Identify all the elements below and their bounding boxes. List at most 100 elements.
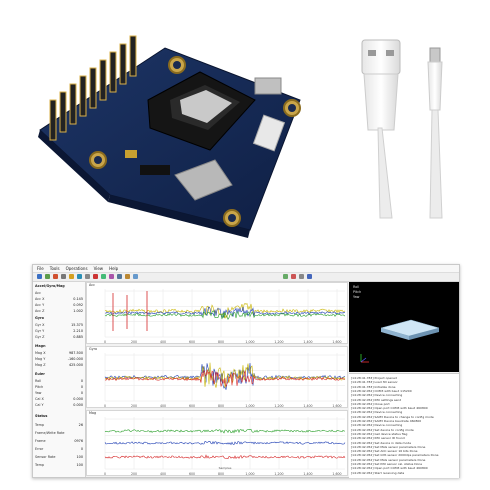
rotate-icon[interactable]: [291, 274, 296, 279]
disconnect-icon[interactable]: [53, 274, 58, 279]
pause-icon[interactable]: [85, 274, 90, 279]
view-label: Yaw: [353, 295, 360, 299]
toolbar: [33, 273, 459, 282]
log-line: [14:28:41.783] Project opened: [351, 376, 397, 380]
x-tick-label: 1,200: [274, 404, 283, 408]
log-line: [14:28:42.052] Device connecting: [351, 423, 403, 428]
x-tick-label: 600: [189, 472, 195, 476]
x-tick-label: 0: [104, 472, 106, 476]
x-tick-label: 1,200: [274, 340, 283, 344]
log-line: [14:28:42.052] Set device in data mode: [351, 440, 412, 445]
menu-item-help[interactable]: Help: [109, 266, 119, 271]
software-window: File Tools Operations View Help Accel/Gy…: [32, 264, 460, 478]
chart-icon[interactable]: [109, 274, 114, 279]
settings-icon[interactable]: [61, 274, 66, 279]
log-line: [14:28:42.052] Start receiving data: [351, 470, 405, 475]
axis-icon[interactable]: [307, 274, 312, 279]
x-tick-label: 800: [218, 472, 224, 476]
log-line: [14:28:42.052] Set MAG sensor parameters…: [351, 457, 426, 462]
log-line: [14:28:41.783] Initialize done: [351, 384, 396, 389]
log-line: [14:28:42.052] Set MAG sensor parameters…: [351, 444, 426, 449]
mag-z-trace: [104, 454, 346, 460]
log-line: [14:28:42.052] SAM3 Device baudrate 4608…: [351, 419, 422, 423]
section-title: Magn: [35, 344, 46, 348]
reset-view-icon[interactable]: [283, 274, 288, 279]
x-tick-label: 400: [160, 340, 166, 344]
log-line: [14:28:42.052] Set device to config mode: [351, 427, 414, 432]
log-line: [14:28:42.052] Device connecting: [351, 410, 403, 415]
x-tick-label: 800: [218, 340, 224, 344]
menu-item-tools[interactable]: Tools: [49, 266, 60, 271]
usb-cable-image: [361, 39, 443, 219]
x-tick-label: 1,400: [303, 472, 312, 476]
section-title: Euler: [35, 372, 45, 376]
record-icon[interactable]: [69, 274, 74, 279]
menu-item-file[interactable]: File: [37, 266, 44, 271]
grid-icon[interactable]: [299, 274, 304, 279]
log-panel[interactable]: [14:28:41.783] Project opened[14:28:41.7…: [349, 373, 459, 478]
readout-row: Acc: [35, 290, 41, 295]
log-line: [14:28:41.783] Load 3D sensor: [351, 380, 398, 385]
readout-row: Mag Y-160.000: [35, 356, 83, 361]
log-line: [14:28:42.052] SAM3 Device to change to …: [351, 414, 434, 419]
acc-x-trace: [104, 302, 346, 319]
export-icon[interactable]: [117, 274, 122, 279]
log-line: [14:28:42.052] IMU settings send: [351, 397, 402, 402]
connect-icon[interactable]: [45, 274, 50, 279]
log-line: [14:28:42.052] Set GYR sensor 2000dps pa…: [351, 453, 439, 458]
x-tick-label: 1,400: [303, 340, 312, 344]
x-tick-label: 1,000: [245, 472, 254, 476]
stop-icon[interactable]: [93, 274, 98, 279]
x-tick-label: 1,000: [245, 340, 254, 344]
mag-x-trace: [104, 428, 345, 434]
zoom-icon[interactable]: [133, 274, 138, 279]
plot-title: Acc: [89, 283, 95, 287]
section-title: Status: [35, 414, 48, 418]
acc-y-trace: [104, 306, 346, 318]
3d-view[interactable]: Roll Pitch Yaw: [349, 282, 459, 372]
x-tick-label: 400: [160, 472, 166, 476]
menu-item-view[interactable]: View: [93, 266, 104, 271]
x-tick-label: 200: [131, 472, 137, 476]
open-icon[interactable]: [37, 274, 42, 279]
menu-item-operations[interactable]: Operations: [65, 266, 88, 271]
x-tick-label: 1,200: [274, 472, 283, 476]
x-tick-label: 1,600: [332, 404, 341, 408]
section-title: Accel/Gyro/Mag: [35, 284, 65, 288]
mag-y-trace: [104, 440, 346, 446]
play-icon[interactable]: [77, 274, 82, 279]
log-line: [14:28:42.052] Set ACC sensor 16 bits Do…: [351, 449, 418, 454]
3d-model: [360, 319, 440, 363]
gyro-z-trace: [104, 369, 346, 387]
log-line: [14:28:42.052] Close port: [351, 401, 390, 406]
x-axis-label: Samples: [219, 466, 232, 470]
calibrate-icon[interactable]: [101, 274, 106, 279]
tools-icon[interactable]: [125, 274, 130, 279]
x-tick-label: 1,600: [332, 472, 341, 476]
product-photo: [38, 35, 443, 238]
log-line: [14:28:42.052] Device connecting: [351, 393, 403, 398]
